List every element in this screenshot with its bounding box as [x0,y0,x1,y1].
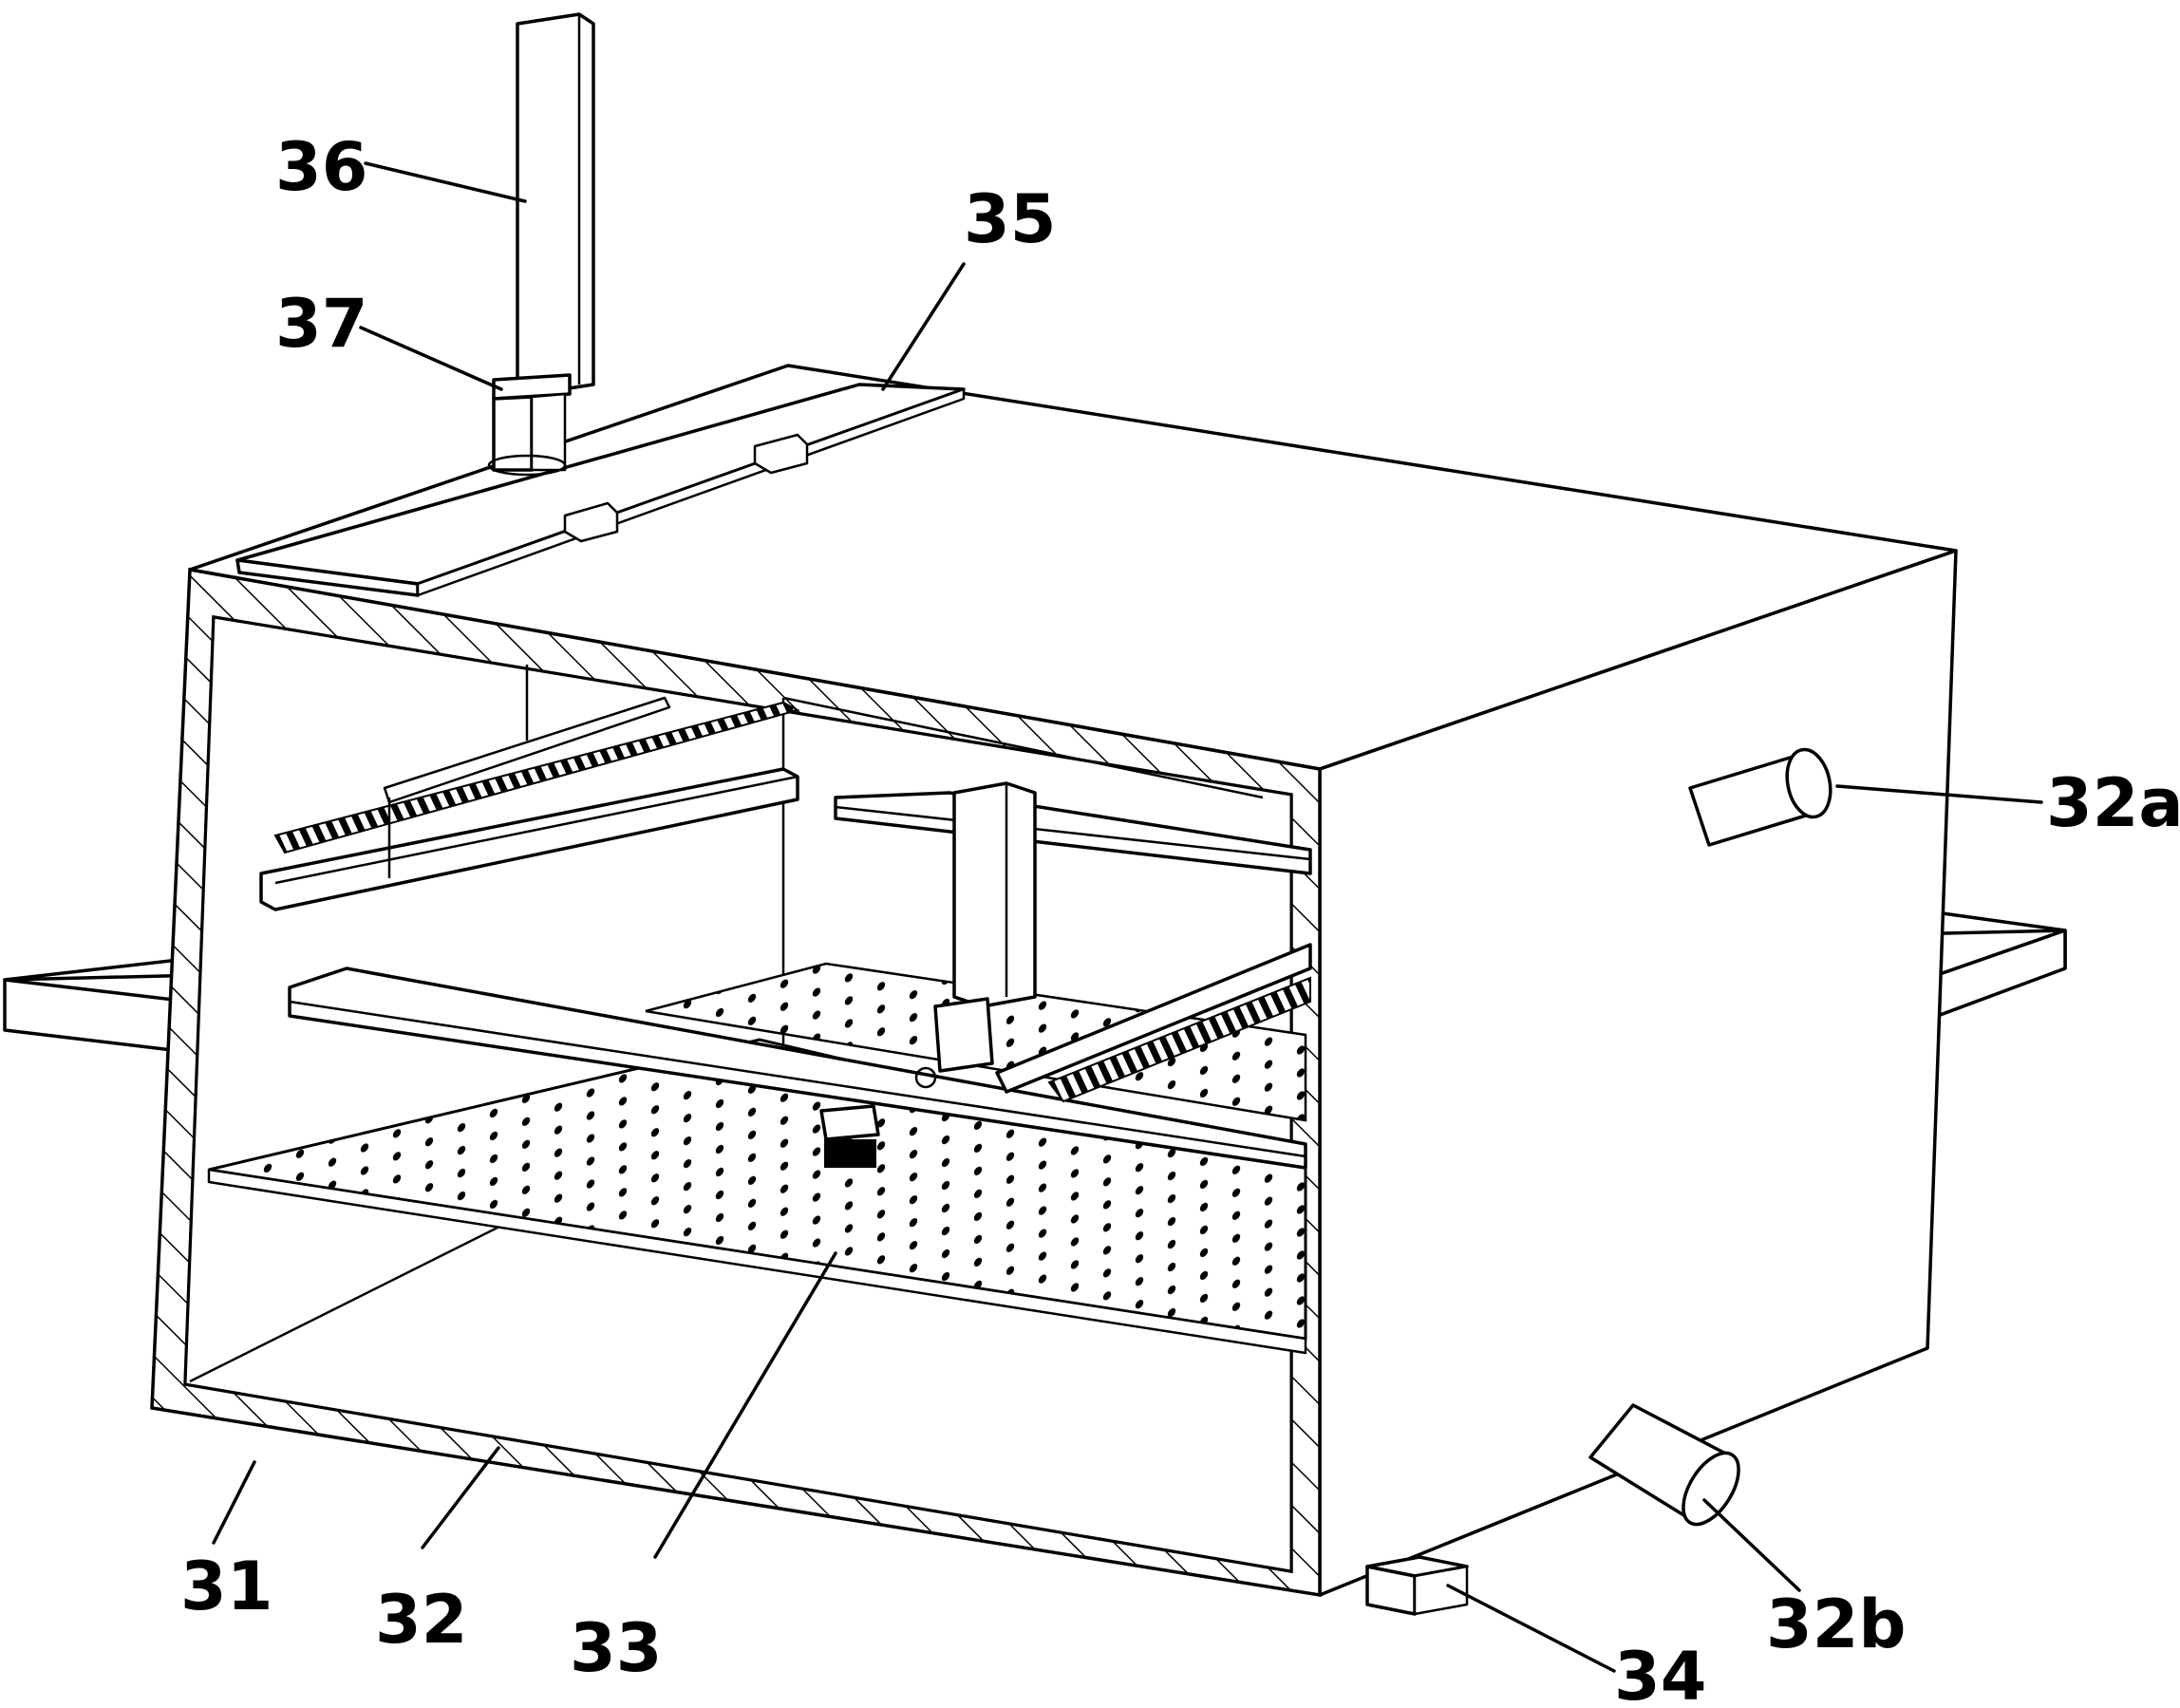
motor-box [1365,1555,1469,1616]
upper-outlet-pipe [1688,747,1832,847]
leader-lines [212,161,2043,1673]
lower-outlet-pipe [1588,1403,1740,1527]
label-33: 33 [570,1609,662,1687]
spray-column [819,781,1037,1168]
nozzle-brush [824,1139,876,1168]
top-cylinder [487,12,595,477]
label-32a: 32a [2046,764,2180,842]
label-37: 37 [275,285,367,363]
label-31: 31 [180,1548,272,1625]
label-36: 36 [275,128,367,206]
top-sliding-plate [235,383,966,597]
label-35: 35 [964,180,1056,258]
label-34: 34 [1614,1638,1706,1708]
label-32: 32 [375,1581,467,1659]
label-32b: 32b [1766,1586,1907,1663]
part-labels: 36 37 35 32a 32b 34 31 32 33 [180,128,2180,1708]
